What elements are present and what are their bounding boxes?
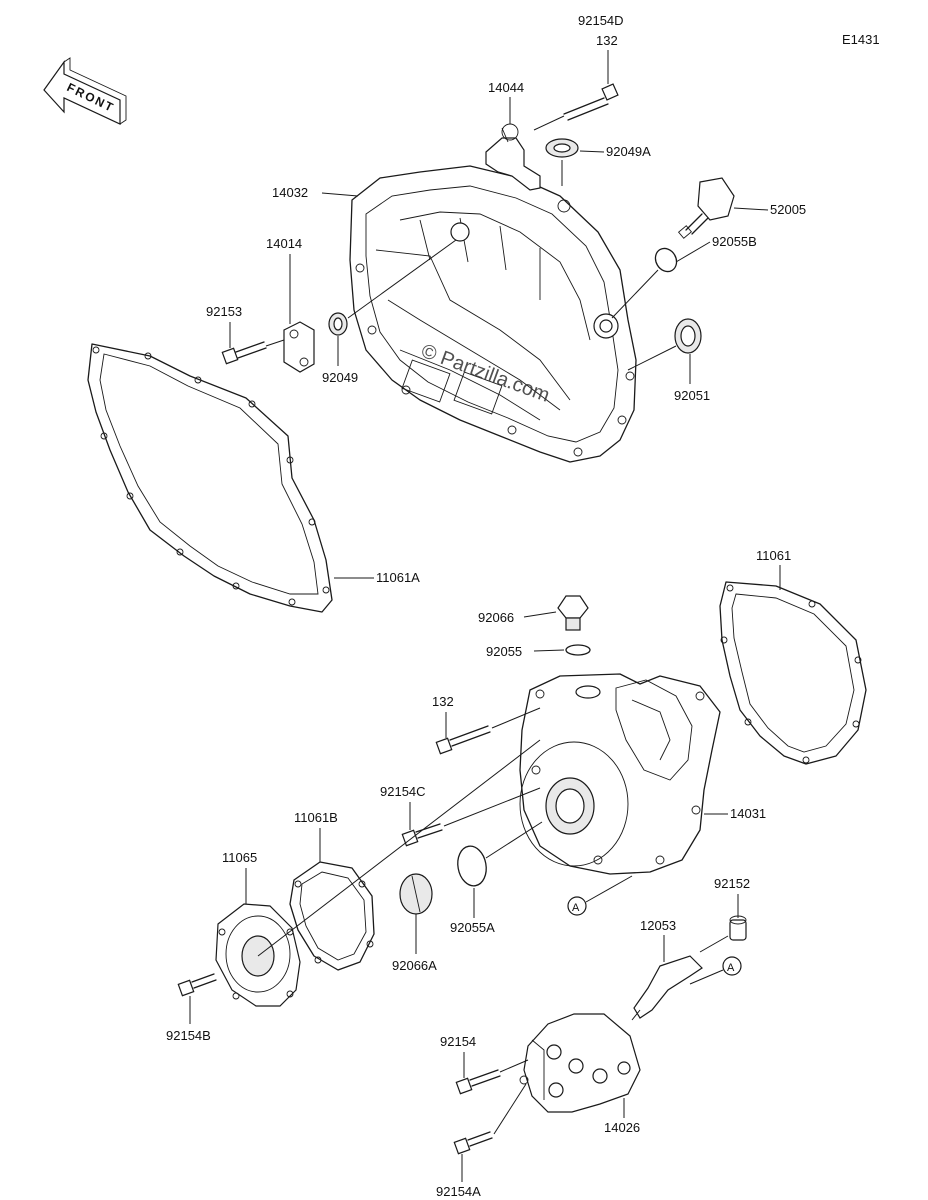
part-92153-bolt[interactable]: [221, 341, 267, 365]
part-11061B-gasket[interactable]: [289, 861, 375, 971]
label-92055B: 92055B: [712, 234, 757, 249]
part-92066-plug[interactable]: [557, 595, 589, 631]
part-92055A-oring[interactable]: [455, 844, 490, 888]
label-92154A: 92154A: [436, 1184, 481, 1199]
label-92051: 92051: [674, 388, 710, 403]
label-11061A: 11061A: [376, 570, 420, 585]
label-92049A: 92049A: [606, 144, 651, 159]
callout-a-2: A: [689, 956, 742, 985]
label-92154C: 92154C: [380, 784, 426, 799]
part-92049A-seal[interactable]: [545, 138, 579, 158]
label-132-top: 132: [596, 33, 618, 48]
label-52005: 52005: [770, 202, 806, 217]
label-11065: 11065: [222, 850, 257, 865]
part-14032-clutch-cover[interactable]: [349, 165, 637, 463]
label-92154: 92154: [440, 1034, 476, 1049]
label-92153: 92153: [206, 304, 242, 319]
part-92152-collar[interactable]: [729, 915, 747, 941]
label-92055A: 92055A: [450, 920, 495, 935]
part-14044-bracket[interactable]: [485, 123, 541, 191]
svg-text:A: A: [572, 902, 580, 914]
part-132-bolt[interactable]: [435, 725, 491, 755]
label-92152: 92152: [714, 876, 750, 891]
part-92051-seal[interactable]: [674, 318, 702, 354]
part-11061-gasket[interactable]: [719, 581, 867, 765]
label-11061: 11061: [756, 548, 791, 563]
label-92154D: 92154D: [578, 13, 624, 28]
label-14026: 14026: [604, 1120, 640, 1135]
label-132: 132: [432, 694, 454, 709]
part-14014-plate[interactable]: [283, 321, 315, 373]
part-92154A-bolt[interactable]: [453, 1131, 493, 1155]
label-92066: 92066: [478, 610, 514, 625]
part-11065-cover[interactable]: [215, 903, 301, 1007]
diagram-code: E1431: [842, 32, 880, 47]
label-14032: 14032: [272, 185, 308, 200]
label-11061B: 11061B: [294, 810, 338, 825]
part-52005-dipstick[interactable]: [677, 177, 735, 239]
label-14044: 14044: [488, 80, 524, 95]
part-92154C-bolt[interactable]: [401, 823, 443, 847]
part-14026-guard[interactable]: [519, 1013, 641, 1113]
label-92049: 92049: [322, 370, 358, 385]
part-92049-seal[interactable]: [328, 312, 348, 336]
part-92055-oring[interactable]: [565, 644, 591, 656]
part-92154B-bolt[interactable]: [177, 973, 217, 997]
watermark: © Partzilla.com: [418, 340, 552, 407]
part-14031-generator-cover[interactable]: [519, 673, 721, 875]
label-92055: 92055: [486, 644, 522, 659]
label-14014: 14014: [266, 236, 302, 251]
label-14031: 14031: [730, 806, 766, 821]
label-92154B: 92154B: [166, 1028, 211, 1043]
part-92154-bolt[interactable]: [455, 1069, 501, 1095]
part-92066A-cap[interactable]: [399, 873, 433, 915]
part-92154D-bolt[interactable]: [563, 83, 619, 121]
callout-a-1: A: [567, 875, 633, 916]
front-arrow-icon: FRONT: [43, 57, 127, 125]
part-12053-bracket[interactable]: [633, 955, 703, 1019]
svg-text:A: A: [727, 962, 735, 974]
label-92066A: 92066A: [392, 958, 437, 973]
label-12053: 12053: [640, 918, 676, 933]
part-11061A-gasket[interactable]: [87, 343, 333, 613]
part-92055B-oring[interactable]: [651, 245, 680, 276]
